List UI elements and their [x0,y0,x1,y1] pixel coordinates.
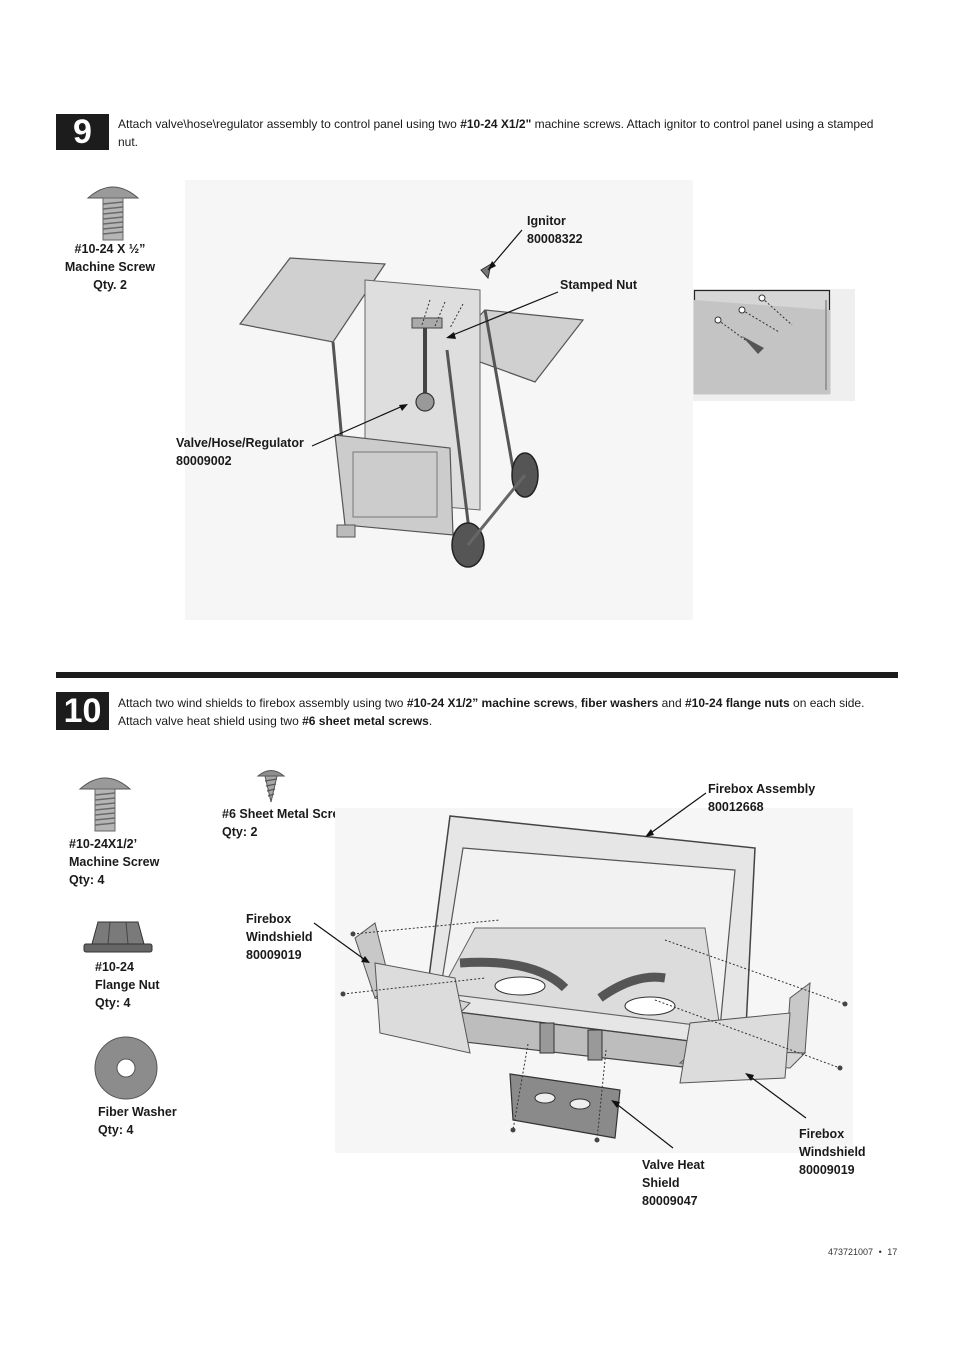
step-9-bold-screw: #10-24 X1/2" [460,117,532,131]
step-9-number: 9 [56,114,109,150]
machine-screw-icon [86,186,140,241]
windshield-left-callout: Firebox Windshield 80009019 [246,912,313,962]
windshield-right-callout: Firebox Windshield 80009019 [799,1127,866,1177]
valve-heat-shield-callout: Valve Heat Shield 80009047 [642,1158,705,1208]
doc-number: 473721007 [828,1247,874,1257]
page-footer: 473721007 • 17 [828,1247,897,1257]
flange-nut-label: #10-24 Flange Nut Qty: 4 [95,960,160,1010]
sheet-metal-screw-label: #6 Sheet Metal Screw Qty: 2 [222,807,350,839]
flange-nut-icon [83,921,153,953]
page-number: 17 [887,1247,898,1257]
sheet-metal-screw-icon [256,770,286,803]
firebox-assembly-callout: Firebox Assembly 80012668 [708,782,816,814]
step-9-text-1: Attach valve\hose\regulator assembly to … [118,117,461,131]
machine-screw-icon [78,777,132,832]
step-9-callout-lines [311,229,559,447]
stamped-nut-callout: Stamped Nut [560,278,638,292]
detail-inset-drawing [693,289,831,395]
firebox-drawing [340,815,848,1143]
section-divider [56,672,898,678]
valve-hose-regulator-callout: Valve/Hose/Regulator 80009002 [176,436,304,468]
footer-separator: • [878,1247,882,1257]
machine-screw-label: #10-24X1/2’ Machine Screw Qty: 4 [69,837,160,887]
step-10-callout-lines [313,792,807,1149]
step-10-number: 10 [56,692,109,730]
step-9-text-2: machine screws. Attach ignitor to contro… [118,117,874,149]
step-9-hardware-label: #10-24 X ½” Machine Screw Qty. 2 [64,242,156,292]
fiber-washer-icon [94,1036,158,1100]
fiber-washer-label: Fiber Washer Qty: 4 [98,1105,177,1137]
ignitor-callout: Ignitor 80008322 [527,214,583,246]
step-9-instruction: Attach valve\hose\regulator assembly to … [118,115,878,151]
step-10-instruction: Attach two wind shields to firebox assem… [118,696,865,728]
